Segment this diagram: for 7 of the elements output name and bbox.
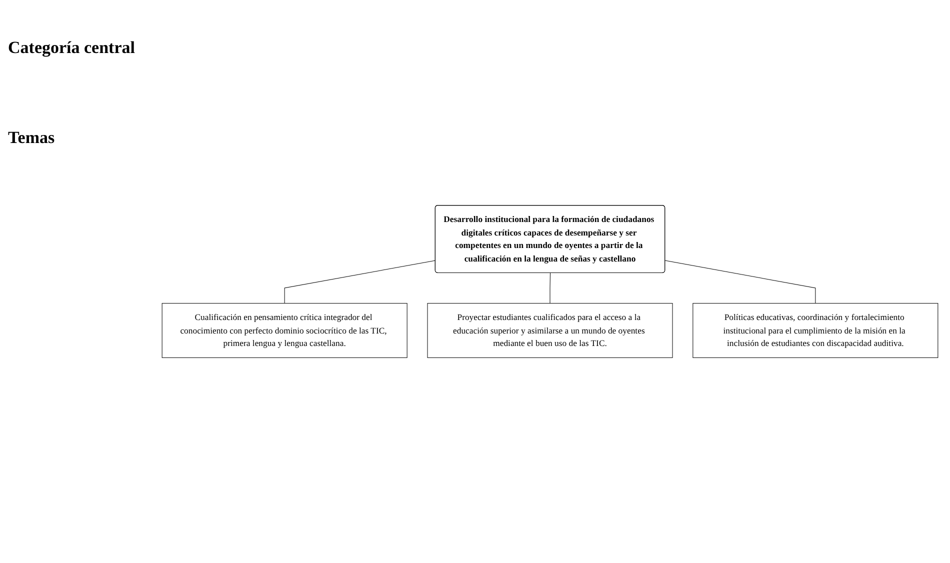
section-label: Categoría central [8, 38, 136, 58]
connector [664, 260, 816, 304]
node-box: Políticas educativas, coordinación y fortalecimiento institucional para el cumplimiento de la misión en la inclusión de estudiantes con discapacidad auditiva. [692, 303, 938, 358]
section-label: Temas [8, 128, 56, 148]
node-box: Cualificación en pensamiento crítica integrador del conocimiento con perfecto dominio sociocrítico de las TIC, primera lengua y lengua castellana. [162, 303, 408, 358]
node-box: Proyectar estudiantes cualificados para el acceso a la educación superior y asimilarse a un mundo de oyentes mediante el buen uso de las TIC. [427, 303, 673, 358]
connector [284, 260, 436, 304]
